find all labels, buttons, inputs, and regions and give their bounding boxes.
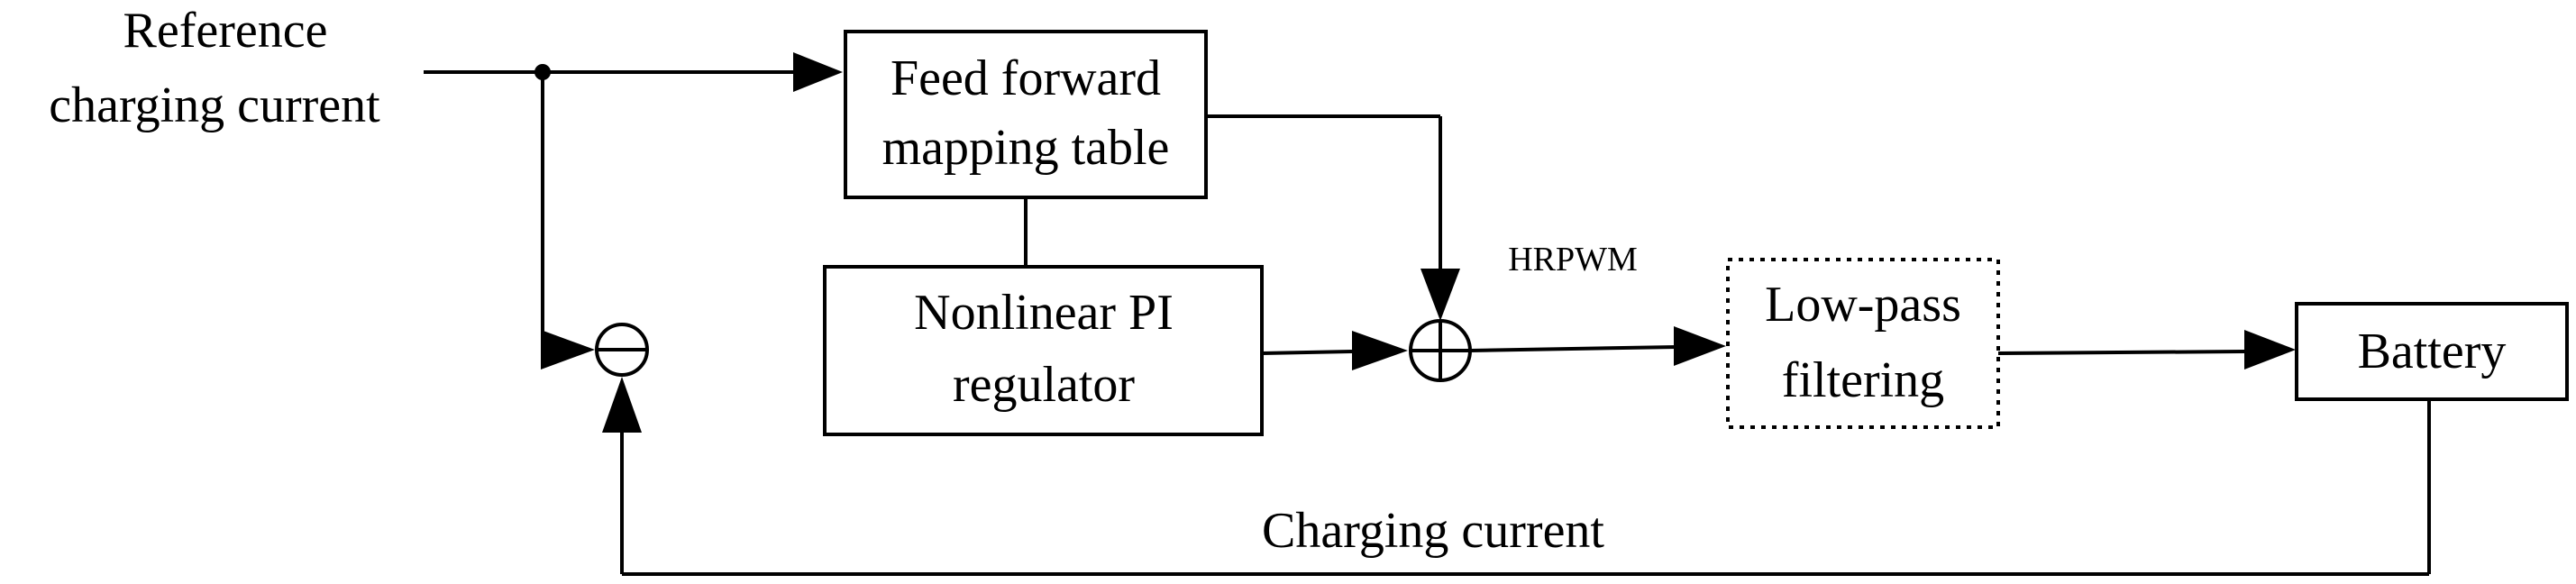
feedforward-label-line2: mapping table — [882, 120, 1170, 176]
battery-input-arrowhead — [2244, 330, 2296, 370]
battery-box — [2295, 302, 2569, 401]
feedback-label: Charging current — [1262, 503, 1604, 559]
adder-top-arrowhead — [1420, 269, 1460, 321]
adder-left-arrowhead — [1352, 331, 1408, 370]
feedforward-label-line1: Feed forward — [891, 50, 1161, 106]
pi-regulator-label-line1: Nonlinear PI — [914, 285, 1174, 341]
subtract-junction — [595, 323, 649, 377]
lowpass-label-line1: Low-pass — [1765, 277, 1961, 333]
lowpass-input-arrowhead — [1674, 326, 1726, 366]
lowpass-label-line2: filtering — [1782, 352, 1944, 408]
feedforward-box — [844, 30, 1208, 199]
lowpass-block: Low-pass filtering — [1726, 258, 2000, 429]
adder-output-line — [1469, 345, 1677, 352]
pi-regulator-label-line2: regulator — [953, 357, 1135, 413]
battery-block: Battery — [2295, 302, 2569, 401]
input-label-line2: charging current — [49, 78, 380, 133]
lowpass-output-line — [1997, 350, 2245, 355]
input-label-line1: Reference — [123, 3, 328, 59]
pi-output-line — [1261, 350, 1353, 355]
feedback-arrowhead — [602, 377, 642, 433]
pi-regulator-block: Nonlinear PI regulator — [823, 265, 1264, 436]
pi-regulator-box — [823, 265, 1264, 436]
add-junction — [1409, 319, 1472, 382]
input-arrowhead — [793, 52, 843, 92]
subtractor-input-arrowhead — [541, 330, 595, 370]
feedforward-block: Feed forward mapping table — [844, 30, 1208, 199]
battery-label: Battery — [2358, 324, 2507, 379]
lowpass-box — [1726, 258, 2000, 429]
hrpwm-label: HRPWM — [1508, 241, 1638, 278]
